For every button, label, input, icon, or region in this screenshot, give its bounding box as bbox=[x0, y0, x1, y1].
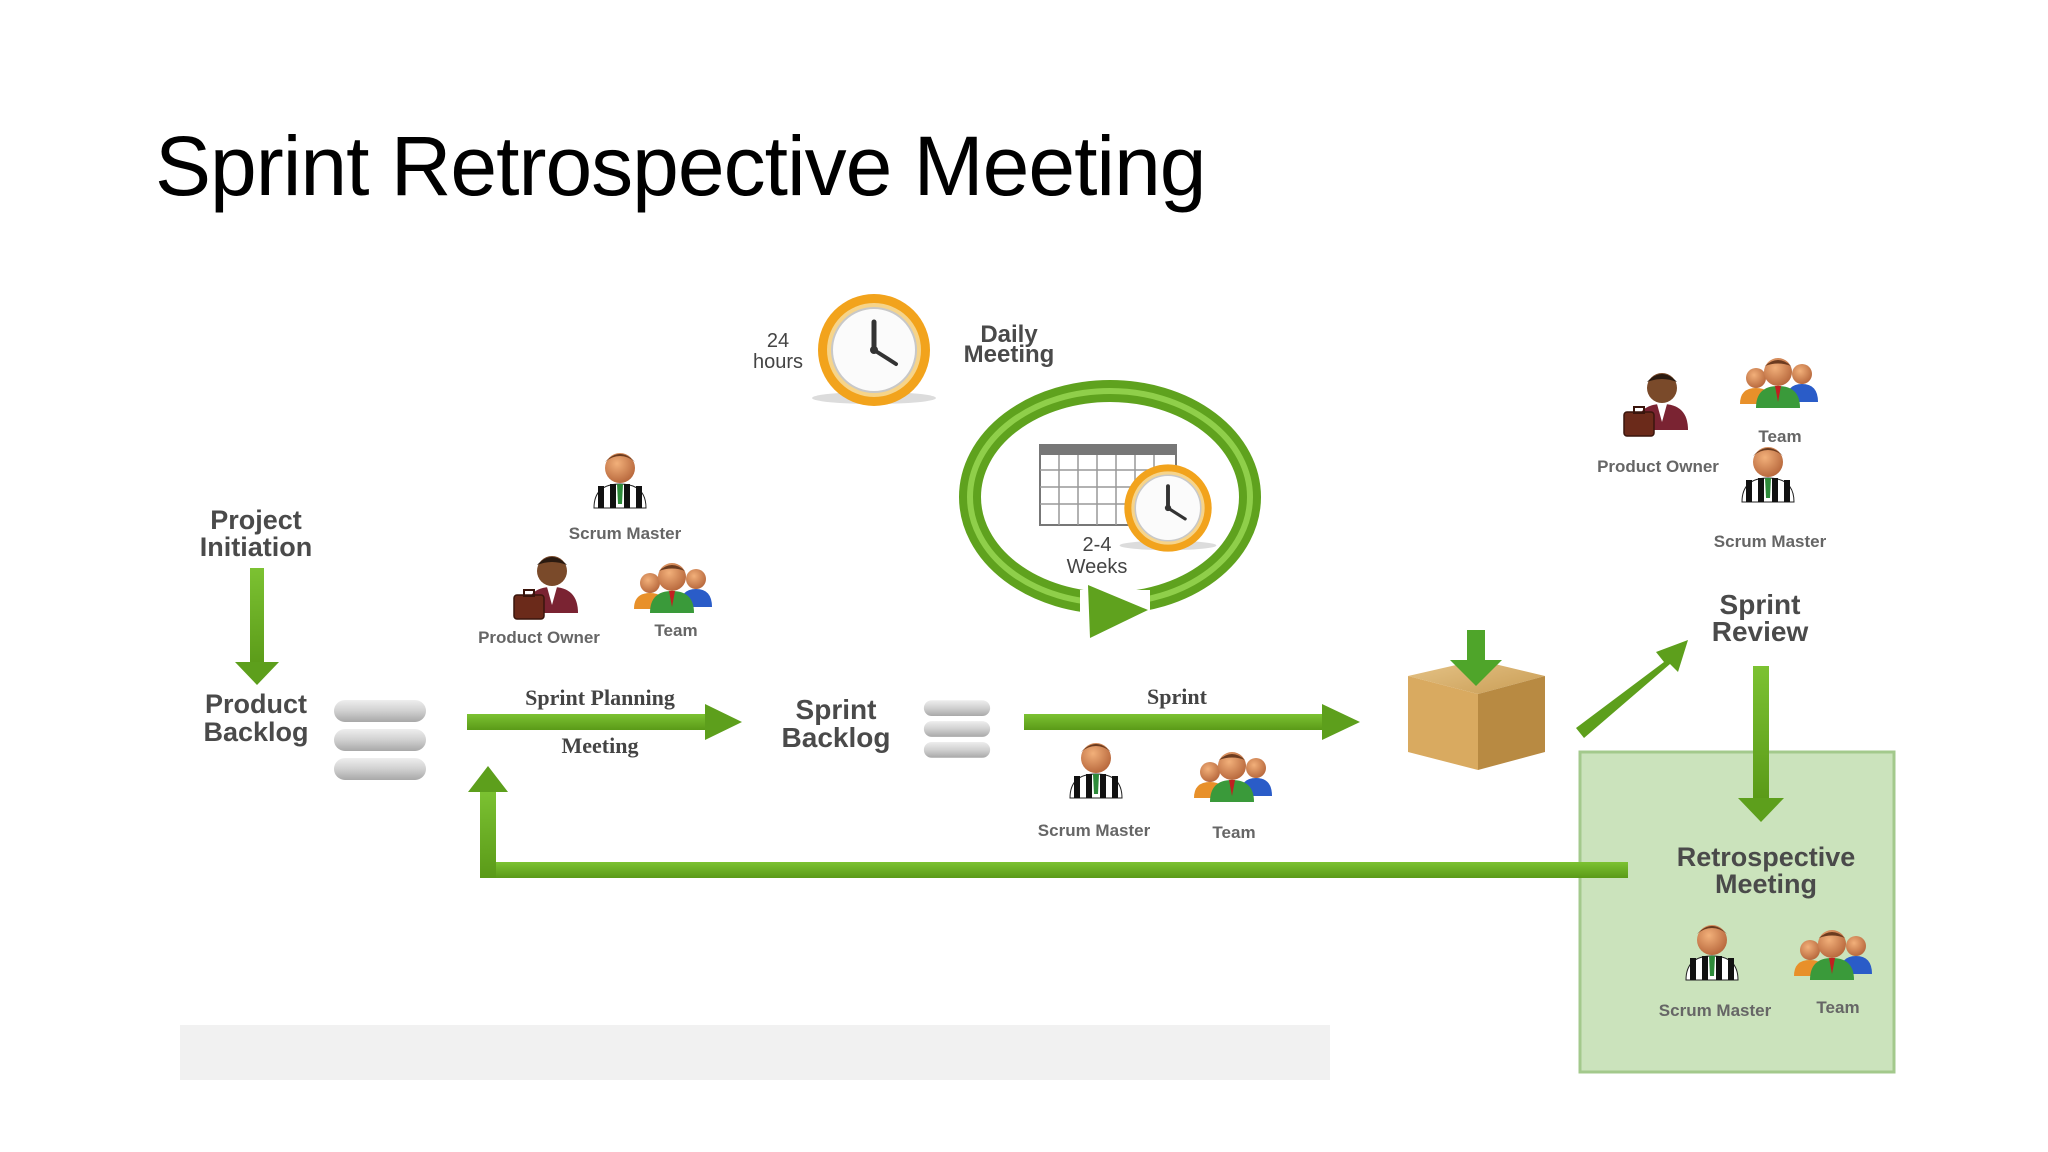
arrow-to-sprint-review bbox=[1576, 640, 1688, 738]
product-owner-icon-review bbox=[1623, 372, 1689, 437]
product-increment-box-icon bbox=[1408, 630, 1545, 770]
product-owner-label-review: Product Owner bbox=[1597, 457, 1719, 476]
page-title: Sprint Retrospective Meeting bbox=[155, 119, 1207, 213]
product-owner-icon-planning bbox=[513, 555, 579, 620]
arrow-initiation-to-backlog bbox=[235, 568, 279, 685]
product-backlog-line1: Product bbox=[205, 689, 307, 719]
retrospective-highlight-box bbox=[1578, 750, 1896, 1074]
scrum-master-label-planning: Scrum Master bbox=[569, 524, 682, 543]
team-label-sprint: Team bbox=[1212, 823, 1255, 842]
scrum-master-label-sprint: Scrum Master bbox=[1038, 821, 1151, 840]
scrum-master-icon-planning bbox=[593, 452, 647, 509]
arrow-review-to-retrospective bbox=[1738, 666, 1784, 822]
retrospective-line2: Meeting bbox=[1715, 869, 1817, 899]
scrum-master-icon-sprint bbox=[1069, 742, 1123, 799]
sprint-backlog-line1: Sprint bbox=[796, 694, 877, 725]
sprint-backlog-stack-icon bbox=[923, 700, 991, 758]
sprint-review-line2: Review bbox=[1712, 616, 1809, 647]
team-icon-review bbox=[1740, 358, 1818, 408]
scrum-master-icon-review bbox=[1741, 446, 1795, 503]
sprint-review-line1: Sprint bbox=[1720, 589, 1801, 620]
team-label-planning: Team bbox=[654, 621, 697, 640]
product-backlog-stack-icon bbox=[334, 700, 426, 780]
arrow-sprint-planning bbox=[467, 704, 742, 740]
sprint-planning-line1: Sprint Planning bbox=[525, 685, 675, 710]
team-icon-planning bbox=[634, 563, 712, 613]
product-backlog-line2: Backlog bbox=[203, 717, 308, 747]
team-label-retrospective: Team bbox=[1816, 998, 1859, 1017]
cycle-duration-line2: Weeks bbox=[1067, 556, 1128, 578]
daily-hours-word: hours bbox=[753, 351, 803, 373]
daily-meeting-line2: Meeting bbox=[964, 341, 1055, 368]
watermark-band bbox=[180, 1025, 1330, 1080]
sprint-label: Sprint bbox=[1147, 684, 1208, 709]
clock-icon-daily bbox=[812, 294, 936, 406]
team-label-review: Team bbox=[1758, 427, 1801, 446]
project-initiation-line1: Project bbox=[210, 505, 302, 535]
daily-meeting-line1: Daily bbox=[980, 321, 1038, 348]
scrum-master-label-retrospective: Scrum Master bbox=[1659, 1001, 1772, 1020]
project-initiation-line2: Initiation bbox=[200, 532, 312, 562]
daily-hours-number: 24 bbox=[767, 330, 789, 352]
team-icon-sprint bbox=[1194, 752, 1272, 802]
product-owner-label-planning: Product Owner bbox=[478, 628, 600, 647]
sprint-backlog-line2: Backlog bbox=[782, 722, 891, 753]
arrow-sprint bbox=[1024, 704, 1360, 740]
retrospective-line1: Retrospective bbox=[1677, 842, 1856, 872]
sprint-planning-line2: Meeting bbox=[562, 733, 639, 758]
arrow-feedback-loop bbox=[468, 766, 1628, 878]
cycle-duration-line1: 2-4 bbox=[1083, 534, 1112, 556]
scrum-master-label-review: Scrum Master bbox=[1714, 532, 1827, 551]
sprint-cycle bbox=[959, 380, 1261, 638]
